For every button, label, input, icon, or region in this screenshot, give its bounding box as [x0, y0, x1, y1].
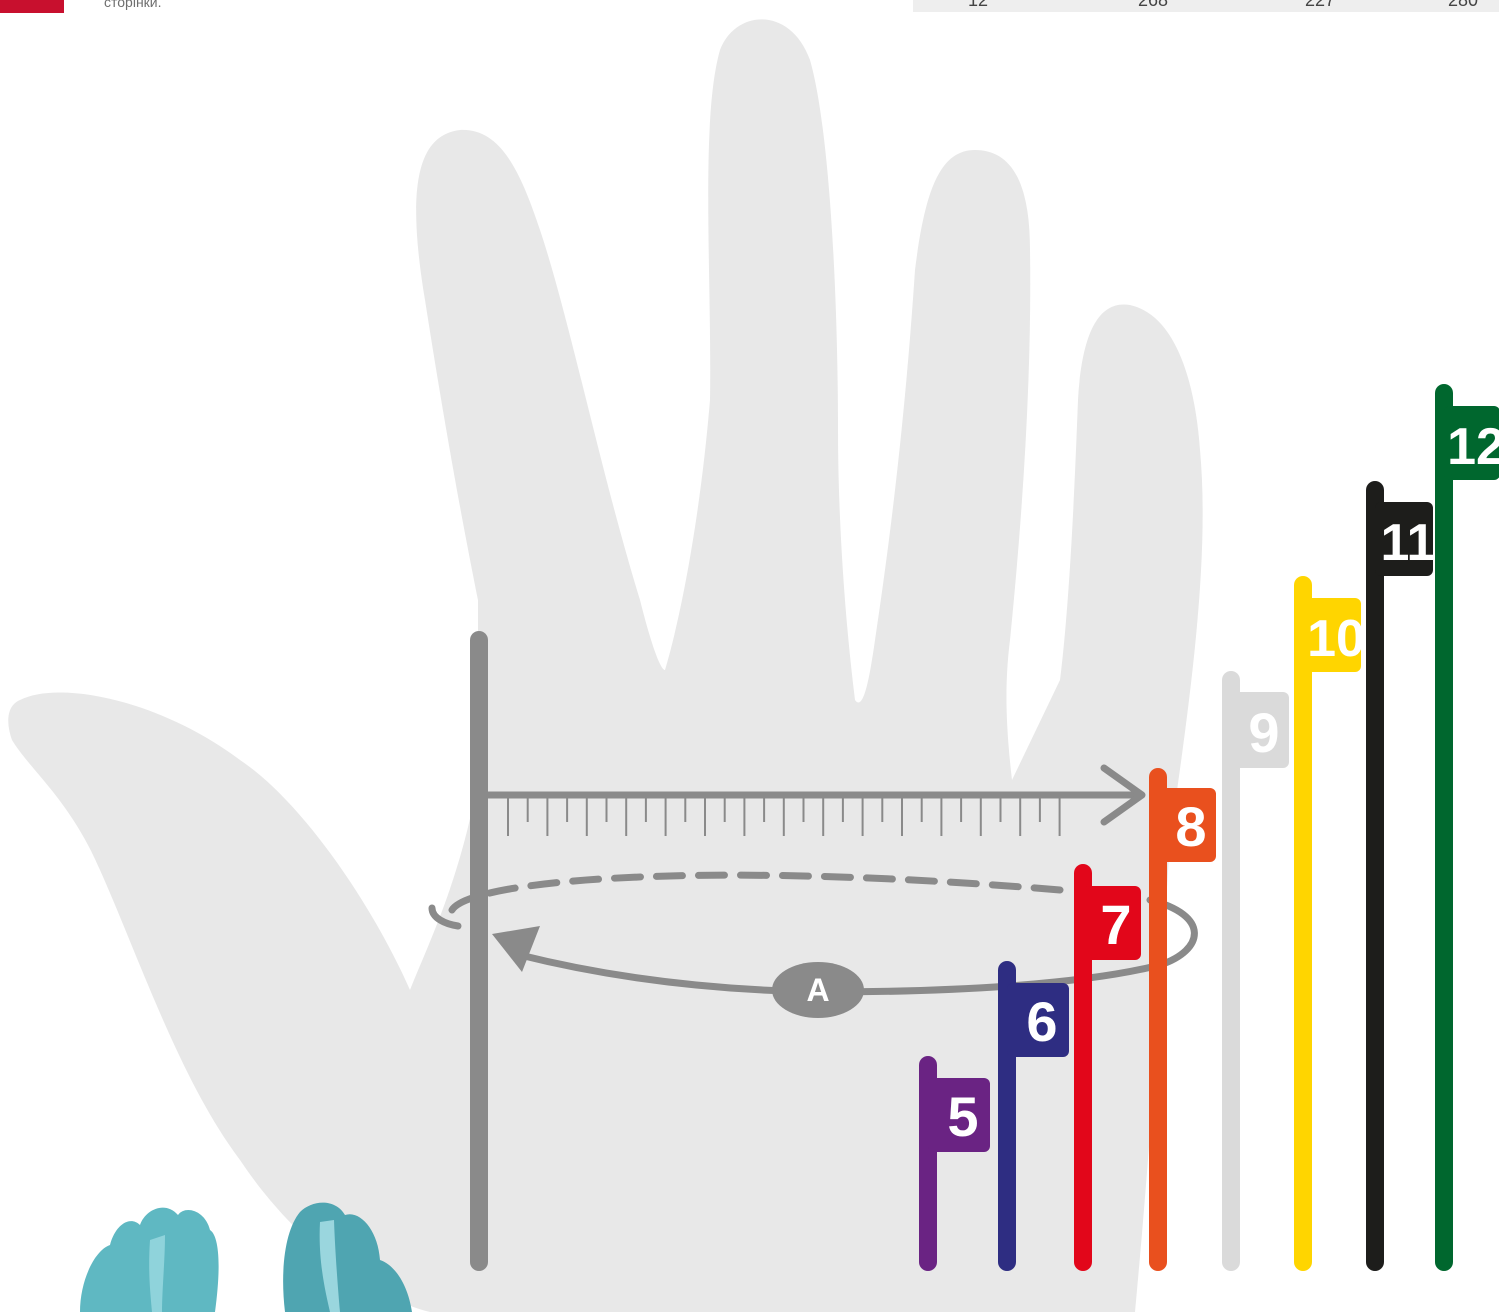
glove-right-image	[283, 1202, 412, 1312]
table-cell: 268	[1138, 0, 1169, 10]
size-flag-label: 12	[1447, 418, 1499, 476]
size-flag-box	[1444, 406, 1499, 480]
circumference-arrowhead	[492, 926, 540, 972]
size-flag-label: 8	[1175, 795, 1206, 858]
page-caption: сторінки.	[104, 0, 162, 10]
circumference-dashed-back	[448, 871, 1064, 914]
size-flag-box	[1375, 502, 1433, 576]
glove-right-shape	[283, 1202, 412, 1312]
size-flag-10: 10	[1294, 576, 1365, 1271]
size-flag-5: 5	[919, 1056, 990, 1271]
size-flag-label: 10	[1307, 610, 1365, 668]
brand-red-tab	[0, 0, 64, 13]
size-flag-label: 9	[1248, 701, 1279, 764]
circumference-loop: A	[428, 871, 1198, 1018]
measure-label-badge	[772, 962, 864, 1018]
size-flag-8: 8	[1149, 768, 1216, 1271]
glove-images	[80, 1202, 412, 1312]
size-flag-box	[928, 1078, 990, 1152]
size-flag-label: 7	[1100, 893, 1131, 956]
size-flag-box	[1083, 886, 1141, 960]
circumference-solid-front	[516, 896, 1198, 996]
size-table-partial-row: 12 268 227 280	[913, 0, 1499, 12]
size-flag-box	[1007, 983, 1069, 1057]
size-flag-box	[1303, 598, 1361, 672]
size-flag-box	[1231, 692, 1289, 768]
hand-silhouette	[8, 19, 1203, 1312]
size-flag-9: 9	[1222, 671, 1289, 1271]
ruler-arrowhead	[1100, 764, 1146, 826]
table-cell: 227	[1305, 0, 1336, 10]
glove-right-highlight	[319, 1220, 340, 1312]
glove-left-highlight	[149, 1235, 165, 1312]
size-flag-box	[1158, 788, 1216, 862]
measure-label-a: A	[806, 972, 829, 1008]
size-flag-label: 5	[947, 1085, 978, 1148]
width-ruler	[488, 764, 1146, 836]
size-flag-7: 7	[1074, 864, 1141, 1271]
size-flag-11: 11	[1366, 481, 1436, 1271]
hand-shape	[8, 19, 1203, 1312]
size-flag-label: 6	[1026, 990, 1057, 1053]
size-flag-6: 6	[998, 961, 1069, 1271]
circumference-back-tip	[428, 904, 462, 930]
glove-left-image	[80, 1207, 219, 1312]
table-cell: 280	[1448, 0, 1479, 10]
size-flag-label: 11	[1381, 514, 1436, 572]
size-flag-12: 12	[1435, 384, 1499, 1271]
ruler-ticks	[507, 798, 1061, 836]
table-cell: 12	[968, 0, 989, 10]
